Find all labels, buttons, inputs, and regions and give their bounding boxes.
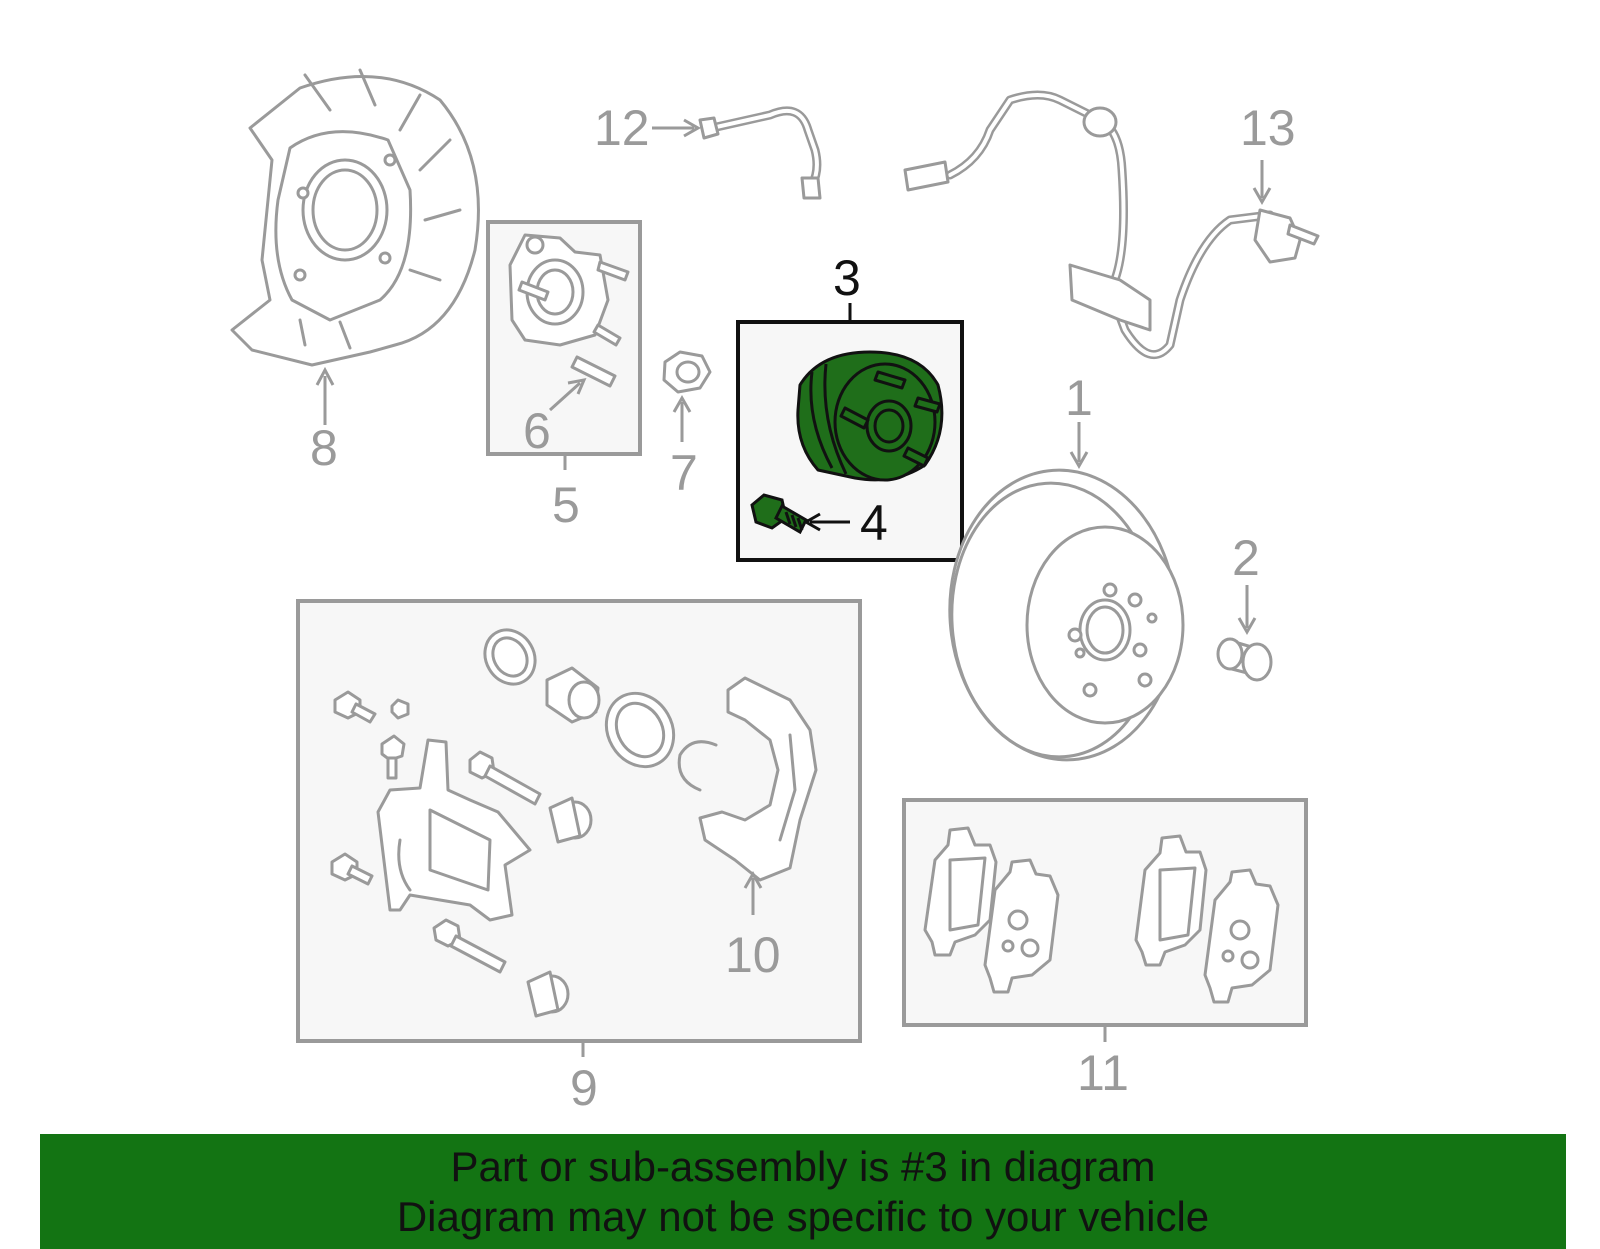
- callout-4: 4: [860, 495, 888, 551]
- banner-line-1: Part or sub-assembly is #3 in diagram: [450, 1142, 1156, 1190]
- callout-6: 6: [523, 403, 551, 459]
- leader-13-arrowhead: [1252, 187, 1272, 206]
- callout-3: 3: [833, 250, 861, 306]
- part-9-caliper-assembly: [330, 628, 818, 1018]
- part-7-nut: [662, 350, 712, 394]
- leader-6-arrowhead: [567, 378, 587, 395]
- part-11-brake-pads: [923, 826, 1280, 1004]
- part-3-hub-bearing-assembly[interactable]: [796, 350, 944, 482]
- leader-10-arrowhead: [743, 870, 763, 889]
- part-4-bolt: [750, 493, 808, 535]
- callout-10: 10: [725, 927, 781, 983]
- callout-5: 5: [552, 477, 580, 533]
- leader-7-arrowhead: [672, 394, 692, 413]
- callout-12: 12: [594, 100, 650, 156]
- callout-11: 11: [1077, 1045, 1129, 1101]
- callout-8: 8: [310, 420, 338, 476]
- part-13-abs-sensor: [903, 90, 1320, 359]
- part-5-knuckle-assembly: [508, 233, 630, 388]
- leader-12-arrowhead: [683, 118, 702, 138]
- part-12-brake-hose: [698, 106, 822, 200]
- info-banner: Part or sub-assembly is #3 in diagram Di…: [40, 1134, 1566, 1249]
- leader-1-arrowhead: [1069, 451, 1089, 470]
- callout-1: 1: [1065, 370, 1093, 426]
- callout-13: 13: [1240, 100, 1296, 156]
- banner-line-2: Diagram may not be specific to your vehi…: [396, 1192, 1210, 1240]
- leader-2-arrowhead: [1237, 617, 1257, 636]
- part-1-brake-rotor: [948, 468, 1185, 762]
- leader-6: [548, 381, 582, 412]
- leader-8-arrowhead: [315, 366, 335, 386]
- part-2-grease-cap: [1216, 637, 1273, 682]
- callout-7: 7: [670, 445, 698, 501]
- leader-4-arrowhead: [802, 512, 821, 532]
- callout-9: 9: [570, 1060, 598, 1116]
- part-8-dust-shield: [230, 68, 480, 367]
- callout-2: 2: [1232, 530, 1260, 586]
